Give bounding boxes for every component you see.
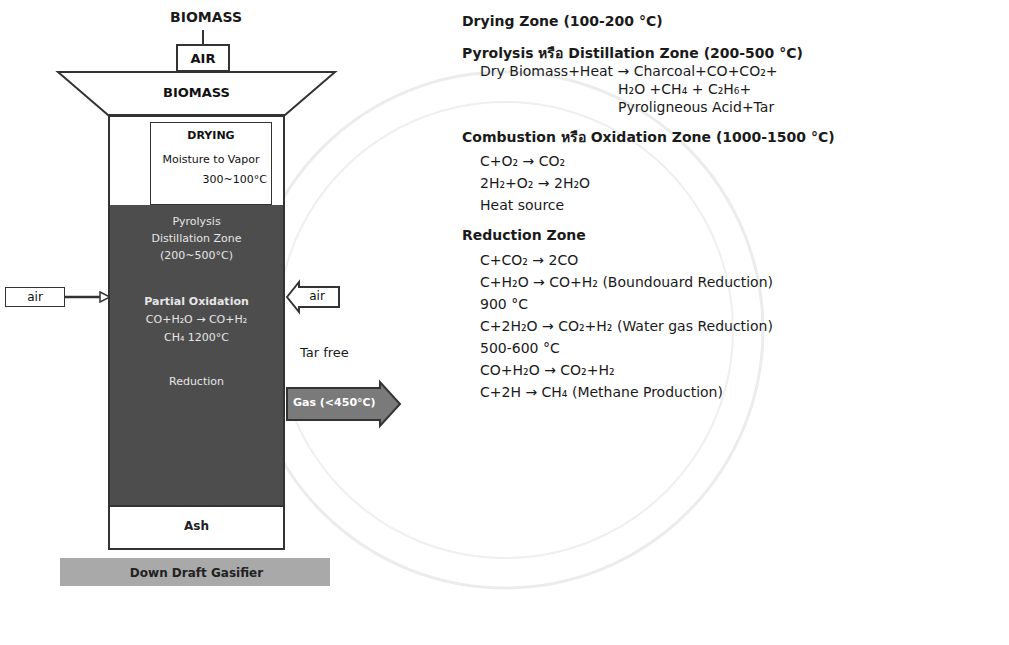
air-inlet-box: AIR xyxy=(176,44,230,72)
row: Down Draft Gasifier xyxy=(110,566,283,580)
temperature-text: 500-600 °C xyxy=(480,339,560,357)
row: BIOMASS xyxy=(58,85,335,100)
row: Ash xyxy=(110,519,283,533)
node-text: air xyxy=(27,290,43,304)
row: DRYING xyxy=(151,129,271,142)
air-inlet-line xyxy=(202,30,204,44)
zone-heading: Combustion หรือ Oxidation Zone (1000-150… xyxy=(462,128,835,146)
air-inlet-arrow: air xyxy=(287,282,339,312)
reaction-text: 2H₂+O₂ → 2H₂O xyxy=(480,174,590,192)
node-text: DRYING xyxy=(187,129,234,142)
reaction-text: C+H₂O → CO+H₂ (Boundouard Reduction) xyxy=(480,273,773,291)
ash-zone: Ash xyxy=(110,505,283,545)
hopper-path xyxy=(58,72,335,115)
node-text: CO+H₂O → CO+H₂ xyxy=(146,313,247,326)
air-inlet-arrow-path xyxy=(287,282,339,312)
reaction-text: C+2H → CH₄ (Methane Production) xyxy=(480,383,723,401)
row: CO+H₂O → CO+H₂ xyxy=(110,313,283,326)
note-label: Tar free xyxy=(300,344,349,362)
reaction-text: CO+H₂O → CO₂+H₂ xyxy=(480,361,615,379)
row: Moisture to Vapor xyxy=(151,153,271,166)
node-text: Gas (<450°C) xyxy=(293,396,376,409)
row: air xyxy=(287,289,339,303)
temperature-text: 900 °C xyxy=(480,295,528,313)
reaction-zone: PyrolysisDistillation Zone (200~500°C) Par… xyxy=(110,205,283,505)
zone-heading: Drying Zone (100-200 °C) xyxy=(462,12,663,30)
node-text: (200~500°C) xyxy=(160,249,233,262)
gasifier-vessel: Down Draft GasifierDRYINGMoisture to Vap… xyxy=(108,115,285,550)
node-text: BIOMASS xyxy=(163,85,230,100)
gas-outlet-arrow: Gas (<450°C) xyxy=(287,382,400,426)
row: Gas (<450°C) xyxy=(287,396,400,409)
zone-heading: Reduction Zone xyxy=(462,226,586,244)
reaction-text: C+2H₂O → CO₂+H₂ (Water gas Reduction) xyxy=(480,317,773,335)
base-band xyxy=(60,558,330,586)
drying-zone: DRYING Moisture to Vapor 300~100°C xyxy=(150,122,272,205)
node-text: CH₄ 1200°C xyxy=(164,331,229,344)
feed-label: BIOMASS xyxy=(170,8,242,26)
hopper: BIOMASS xyxy=(58,72,335,115)
zone-heading: Pyrolysis หรือ Distillation Zone (200-50… xyxy=(462,44,803,62)
reaction-text: C+O₂ → CO₂ xyxy=(480,152,565,170)
air-flow-arrow xyxy=(65,296,110,299)
row: Pyrolysis xyxy=(110,215,283,228)
node-text: Down Draft Gasifier xyxy=(130,566,263,580)
row: CH₄ 1200°C xyxy=(110,331,283,344)
row: 300~100°C xyxy=(151,173,271,186)
node-text: Reduction xyxy=(169,375,224,388)
node-text: 300~100°C xyxy=(203,173,267,186)
node-text: Moisture to Vapor xyxy=(162,153,259,166)
row: Distillation Zone xyxy=(110,232,283,245)
node-text: air xyxy=(309,289,325,303)
row: (200~500°C) xyxy=(110,249,283,262)
node-text: Ash xyxy=(184,519,209,533)
reaction-text: Heat source xyxy=(480,196,564,214)
row: Reduction xyxy=(110,375,283,388)
gas-outlet-arrow-path xyxy=(287,382,400,426)
node-text: Partial Oxidation xyxy=(144,295,249,308)
row: Partial Oxidation xyxy=(110,295,283,308)
node-text: Pyrolysis xyxy=(172,215,220,228)
row: air xyxy=(6,290,64,304)
reaction-text: Dry Biomass+Heat → Charcoal+CO+CO₂+ H₂O … xyxy=(480,62,808,116)
row: AIR xyxy=(178,51,228,66)
reaction-text: C+CO₂ → 2CO xyxy=(480,251,578,269)
node-text: Distillation Zone xyxy=(151,232,241,245)
air-inlet-box: air xyxy=(5,287,65,307)
node-text: AIR xyxy=(191,51,216,66)
